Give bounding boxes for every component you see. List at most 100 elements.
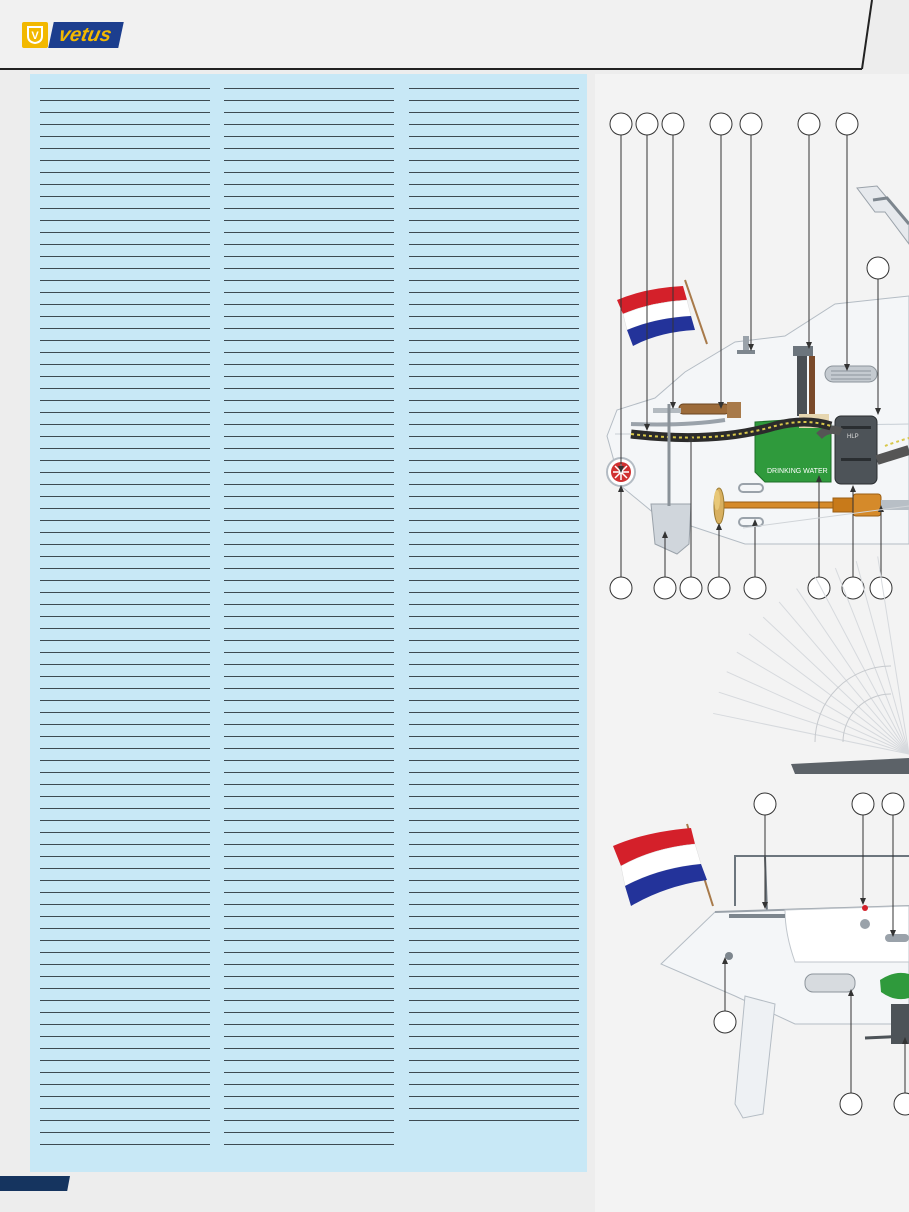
text-line	[40, 628, 210, 629]
text-line	[224, 1060, 394, 1061]
text-line	[409, 664, 579, 665]
text-line	[40, 856, 210, 857]
text-line	[409, 868, 579, 869]
text-line	[409, 772, 579, 773]
text-line	[40, 148, 210, 149]
text-line	[409, 484, 579, 485]
text-line	[409, 184, 579, 185]
text-line	[224, 688, 394, 689]
text-line	[409, 364, 579, 365]
callout-circle	[807, 576, 831, 600]
text-line	[224, 280, 394, 281]
text-line	[40, 508, 210, 509]
text-line	[409, 1000, 579, 1001]
text-line	[40, 160, 210, 161]
text-line	[224, 292, 394, 293]
sail-fan-line	[762, 616, 909, 755]
text-line	[224, 112, 394, 113]
text-line	[40, 580, 210, 581]
callout-arrow	[816, 475, 822, 482]
text-line	[409, 616, 579, 617]
text-line	[409, 1120, 579, 1121]
text-line	[40, 112, 210, 113]
text-line	[224, 748, 394, 749]
logo-wordmark: vetus	[48, 22, 125, 48]
text-line	[409, 112, 579, 113]
text-line	[409, 532, 579, 533]
text-line	[224, 772, 394, 773]
text-line	[409, 760, 579, 761]
callout-arrow	[848, 989, 854, 996]
text-line	[409, 400, 579, 401]
svg-text:V: V	[31, 30, 39, 42]
text-line	[409, 580, 579, 581]
text-line	[224, 1036, 394, 1037]
text-line	[224, 1120, 394, 1121]
propeller-icon	[713, 487, 725, 525]
text-line	[40, 412, 210, 413]
text-line	[409, 1024, 579, 1025]
text-line	[224, 796, 394, 797]
sail-fan-line	[796, 588, 909, 755]
text-line	[224, 472, 394, 473]
text-line	[224, 400, 394, 401]
filter-label: HLP	[847, 434, 859, 440]
text-line	[40, 532, 210, 533]
callout-arrow	[618, 466, 624, 473]
text-line	[224, 868, 394, 869]
callout-arrow	[850, 485, 856, 492]
text-line	[224, 856, 394, 857]
text-line	[40, 760, 210, 761]
text-line	[224, 628, 394, 629]
text-line	[409, 172, 579, 173]
text-line	[40, 520, 210, 521]
text-line	[224, 664, 394, 665]
text-line	[409, 712, 579, 713]
text-line	[224, 544, 394, 545]
text-line	[409, 676, 579, 677]
text-line	[40, 712, 210, 713]
callout-arrow	[902, 1037, 908, 1044]
text-line	[40, 772, 210, 773]
text-line	[224, 640, 394, 641]
text-line	[40, 184, 210, 185]
text-line	[224, 448, 394, 449]
text-line	[409, 700, 579, 701]
text-line	[224, 568, 394, 569]
text-line	[224, 676, 394, 677]
text-line	[224, 244, 394, 245]
text-line	[224, 532, 394, 533]
text-line	[224, 916, 394, 917]
callout-circle	[713, 1010, 737, 1034]
text-line	[224, 1108, 394, 1109]
text-line	[40, 472, 210, 473]
text-line	[224, 352, 394, 353]
callout-arrow	[722, 957, 728, 964]
text-line	[224, 220, 394, 221]
text-line	[40, 400, 210, 401]
text-line	[40, 1036, 210, 1037]
text-line	[224, 496, 394, 497]
text-line	[409, 352, 579, 353]
callout-circle	[753, 792, 777, 816]
text-line	[40, 268, 210, 269]
text-line	[224, 424, 394, 425]
motorboat-side-callout	[866, 256, 890, 415]
text-line	[40, 568, 210, 569]
text-line	[409, 964, 579, 965]
text-line	[224, 388, 394, 389]
callout-arrow	[688, 435, 694, 442]
text-line	[409, 628, 579, 629]
text-line	[40, 544, 210, 545]
text-line	[40, 196, 210, 197]
text-line	[409, 880, 579, 881]
text-line	[409, 376, 579, 377]
text-line	[40, 988, 210, 989]
text-line	[409, 160, 579, 161]
text-panel	[30, 74, 587, 1172]
text-line	[40, 124, 210, 125]
text-line	[224, 172, 394, 173]
text-line	[40, 448, 210, 449]
callout-arrow	[644, 424, 650, 431]
text-line	[409, 496, 579, 497]
